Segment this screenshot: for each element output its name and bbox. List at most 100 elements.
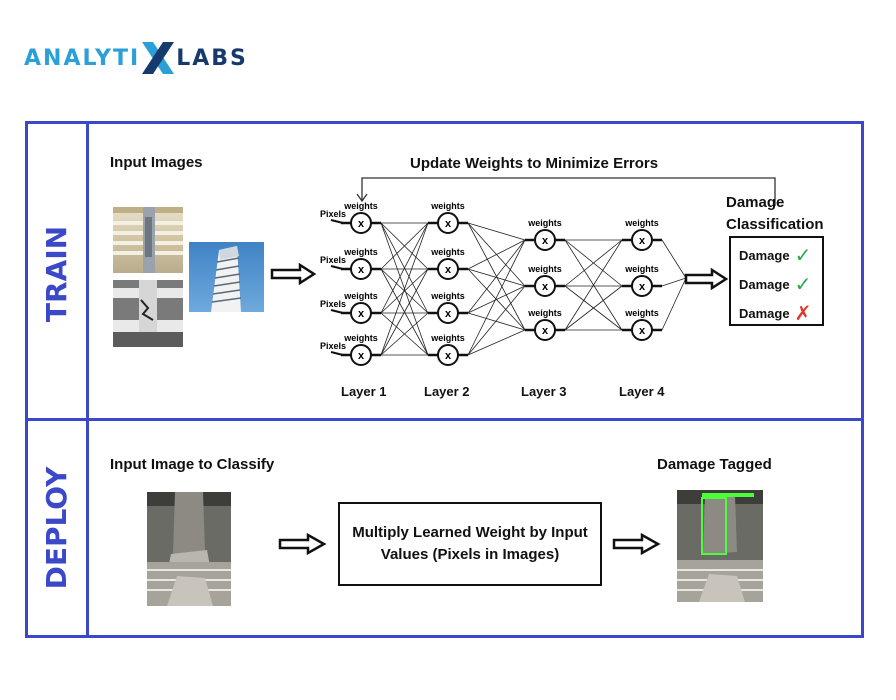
weights-label: weights (430, 247, 465, 257)
weights-label: weights (624, 264, 659, 274)
tagged-photo-art (677, 490, 763, 602)
brand-text-2: LABS (176, 45, 248, 71)
node-symbol: x (542, 325, 549, 337)
neuron-node (350, 344, 372, 366)
damage-tagged-photo (677, 490, 763, 602)
weights-label: weights (343, 201, 378, 211)
input-photo-column (113, 207, 183, 273)
classification-text: Damage (739, 306, 790, 321)
deploy-input-label: Input Image to Classify (110, 456, 275, 473)
classification-row: Damage ✓ (739, 270, 822, 299)
deploy-label: DEPLOY (40, 466, 73, 590)
connection-line (380, 222, 429, 314)
connection-line (564, 239, 623, 331)
weights-label: weights (430, 201, 465, 211)
neural-network: xweightsPixelsxweightsPixelsxweightsPixe… (320, 201, 687, 366)
classification-text: Damage (739, 248, 790, 263)
connection-line (467, 239, 526, 270)
brand-logo: ANALYTI LABS (24, 40, 248, 76)
weights-label: weights (343, 333, 378, 343)
connection-line (564, 239, 623, 287)
weights-label: weights (527, 264, 562, 274)
diagram-frame (25, 121, 864, 638)
node-symbol: x (445, 264, 452, 276)
node-symbol: x (445, 350, 452, 362)
neuron-node (350, 258, 372, 280)
neuron-node (437, 258, 459, 280)
node-symbol: x (358, 264, 365, 276)
brand-text-1: ANALYTI (24, 45, 141, 71)
classification-row: Damage ✓ (739, 241, 822, 270)
damage-tagged-label: Damage Tagged (657, 456, 772, 473)
pixels-label: Pixels (320, 209, 346, 219)
layer-label-4: Layer 4 (619, 384, 665, 399)
connection-line (564, 285, 623, 331)
layer-label-2: Layer 2 (424, 384, 470, 399)
neuron-node (437, 302, 459, 324)
photo-crack-art (113, 280, 183, 347)
layer-label-3: Layer 3 (521, 384, 567, 399)
photo-column-art (113, 207, 183, 273)
pixel-input-line (330, 309, 344, 314)
node-symbol: x (445, 308, 452, 320)
connection-line (661, 239, 687, 279)
pixels-label: Pixels (320, 299, 346, 309)
node-symbol: x (542, 235, 549, 247)
connection-line (467, 329, 526, 356)
weights-label: weights (624, 308, 659, 318)
connection-line (380, 312, 429, 356)
connection-line (467, 268, 526, 287)
connection-line (380, 268, 429, 314)
arrow-right-icon (278, 533, 327, 555)
photo-building-art (211, 246, 242, 312)
deploy-input-photo (147, 492, 231, 606)
input-images-label: Input Images (110, 154, 203, 171)
connection-line (467, 285, 526, 314)
logo-x-icon (142, 42, 175, 74)
update-weights-label: Update Weights to Minimize Errors (410, 155, 659, 172)
check-icon: ✓ (794, 274, 812, 296)
pixel-input-line (330, 265, 344, 270)
classification-title: Damage Classification (726, 194, 824, 233)
node-symbol: x (445, 218, 452, 230)
connection-line (467, 239, 526, 356)
connection-line (380, 268, 429, 356)
train-label: TRAIN (40, 225, 73, 323)
weights-label: weights (527, 218, 562, 228)
node-symbol: x (639, 325, 646, 337)
node-symbol: x (358, 218, 365, 230)
neuron-node (534, 319, 556, 341)
section-divider (25, 418, 861, 421)
check-icon: ✓ (794, 245, 812, 267)
connection-line (661, 277, 687, 287)
connection-line (380, 222, 429, 356)
neuron-node (350, 212, 372, 234)
arrow-right-icon (684, 268, 729, 290)
node-symbol: x (542, 281, 549, 293)
connection-line (467, 239, 526, 314)
node-symbol: x (358, 350, 365, 362)
cross-icon: ✗ (794, 303, 812, 325)
arrow-right-icon (612, 533, 661, 555)
neuron-node (631, 229, 653, 251)
deploy-photo-art (147, 492, 231, 606)
neuron-node (631, 275, 653, 297)
side-divider (86, 121, 89, 635)
classification-text: Damage (739, 277, 790, 292)
input-photo-crack (113, 280, 183, 347)
node-symbol: x (358, 308, 365, 320)
connection-line (467, 222, 526, 241)
connection-line (661, 277, 687, 331)
weights-label: weights (343, 291, 378, 301)
input-photo-building (189, 242, 264, 312)
weights-label: weights (527, 308, 562, 318)
pixels-label: Pixels (320, 341, 346, 351)
pixels-label: Pixels (320, 255, 346, 265)
pixel-input-line (330, 351, 344, 356)
node-symbol: x (639, 235, 646, 247)
neuron-node (631, 319, 653, 341)
neuron-node (437, 344, 459, 366)
classification-box: Damage ✓ Damage ✓ Damage ✗ (729, 236, 824, 326)
process-box: Multiply Learned Weight by Input Values … (338, 502, 602, 586)
weights-label: weights (430, 333, 465, 343)
